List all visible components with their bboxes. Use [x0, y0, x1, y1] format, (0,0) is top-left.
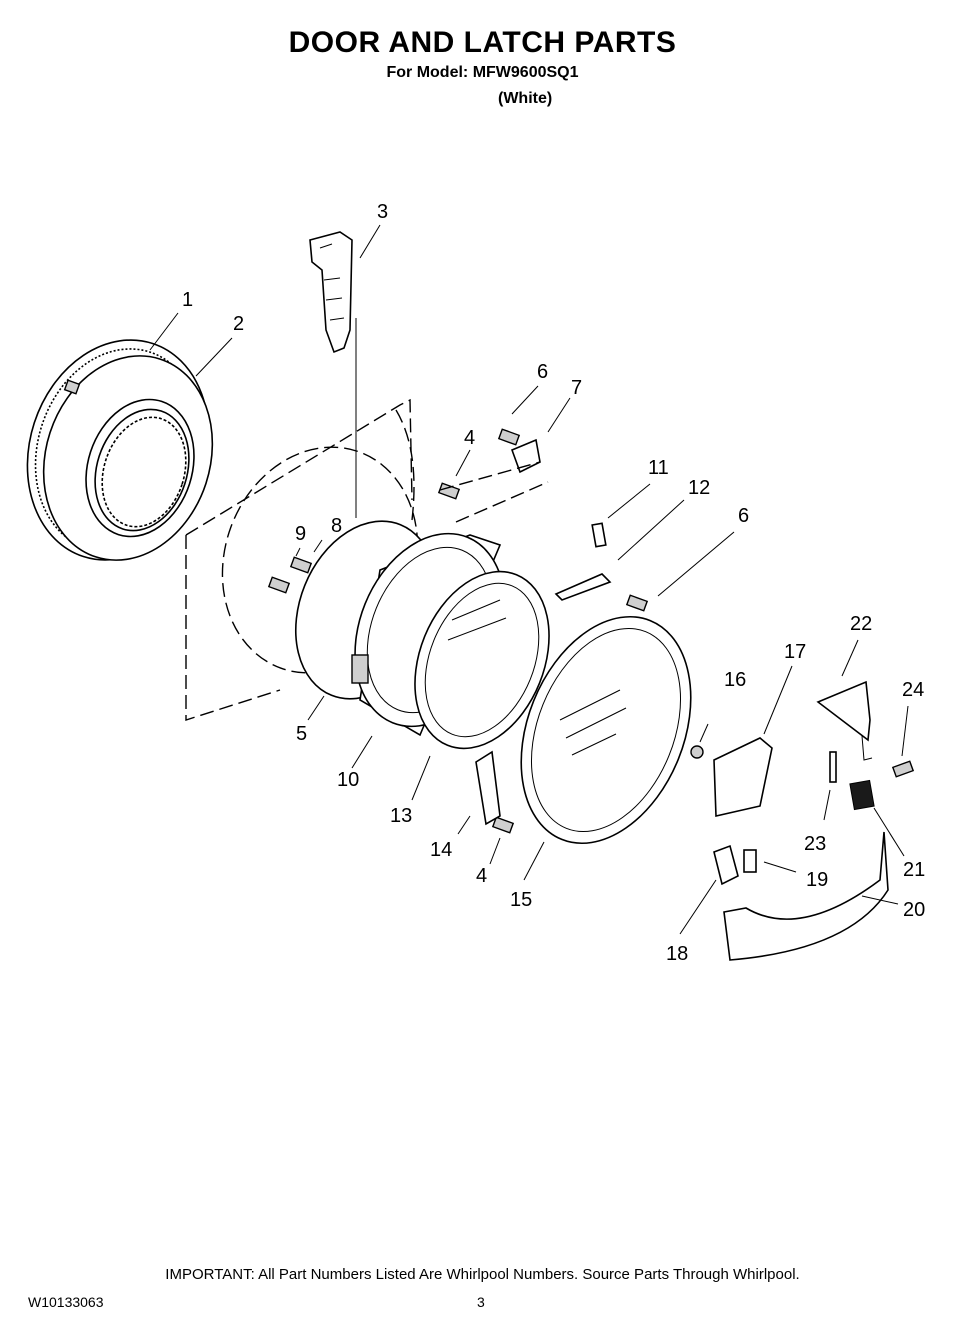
- page-number: 3: [477, 1294, 485, 1310]
- callout-17: 17: [784, 641, 806, 663]
- callout-5: 5: [296, 723, 307, 745]
- callout-24: 24: [902, 679, 924, 701]
- leader-lines: [149, 224, 909, 935]
- callout-labels: 1 2 3 4 5 6 7 8 9 10 11 12 13 14 15 16 1…: [182, 201, 925, 965]
- cap-part: [690, 745, 704, 759]
- callout-4b: 4: [476, 865, 487, 887]
- callout-7: 7: [571, 377, 582, 399]
- callout-23: 23: [804, 833, 826, 855]
- bellows-ring-part: [26, 339, 214, 561]
- important-note: IMPORTANT: All Part Numbers Listed Are W…: [165, 1266, 800, 1283]
- latch-button-part: [849, 779, 875, 811]
- page-title: DOOR AND LATCH PARTS: [288, 26, 677, 59]
- clip-parts: [713, 844, 757, 886]
- door-glass-part: [414, 570, 550, 750]
- latch-strike-part: [439, 438, 549, 523]
- callout-4a: 4: [464, 427, 475, 449]
- callout-19: 19: [806, 869, 828, 891]
- callout-13: 13: [390, 805, 412, 827]
- color-line: (White): [498, 90, 553, 107]
- callout-11: 11: [648, 457, 669, 479]
- callout-9: 9: [295, 523, 306, 545]
- callout-21: 21: [903, 859, 925, 881]
- door-handle-part: [713, 737, 773, 817]
- callout-3: 3: [377, 201, 388, 223]
- document-number: W10133063: [28, 1294, 104, 1310]
- callout-1: 1: [182, 289, 193, 311]
- callout-16: 16: [724, 669, 746, 691]
- spacer-part: [829, 751, 837, 783]
- handle-cover-part: [816, 680, 873, 761]
- latch-bracket-part: [309, 231, 357, 518]
- callout-15: 15: [510, 889, 532, 911]
- handle-trim-part: [723, 831, 889, 961]
- callout-10: 10: [337, 769, 359, 791]
- outer-door-part: [520, 615, 692, 845]
- callout-14: 14: [430, 839, 452, 861]
- callout-22: 22: [850, 613, 872, 635]
- callout-20: 20: [903, 899, 925, 921]
- hinge-pieces: [554, 522, 612, 601]
- callout-8: 8: [331, 515, 342, 537]
- model-line: For Model: MFW9600SQ1: [386, 64, 579, 81]
- callout-6b: 6: [738, 505, 749, 527]
- screw-parts: [267, 428, 915, 834]
- callout-12: 12: [688, 477, 710, 499]
- callout-18: 18: [666, 943, 688, 965]
- callout-2: 2: [233, 313, 244, 335]
- hinge-part: [475, 750, 501, 826]
- callout-6a: 6: [537, 361, 548, 383]
